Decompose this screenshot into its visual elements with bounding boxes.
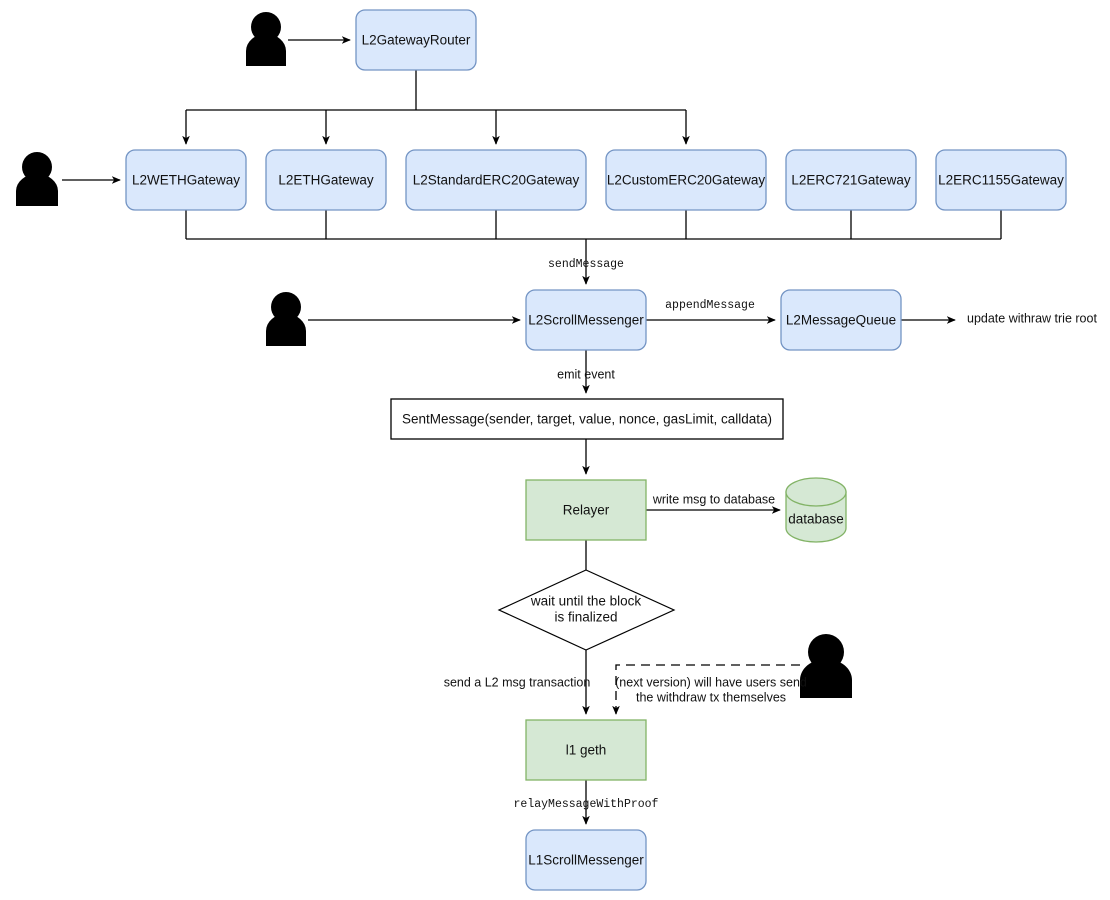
- node-label-database: database: [788, 512, 844, 527]
- edge-withdraw-actor-to-l1geth-dashed: [612, 664, 800, 715]
- edge-label-relay-message-with-proof: relayMessageWithProof: [514, 798, 659, 811]
- actor-messenger-user: [266, 292, 306, 346]
- node-label-l2-erc1155-gateway: L2ERC1155Gateway: [938, 173, 1064, 188]
- node-label-l2-weth-gateway: L2WETHGateway: [132, 173, 240, 188]
- node-label-l2-scroll-messenger: L2ScrollMessenger: [528, 313, 644, 328]
- node-label-relayer: Relayer: [563, 503, 610, 518]
- node-label-l2-gateway-router: L2GatewayRouter: [362, 33, 471, 48]
- node-l1-geth[interactable]: l1 geth: [525, 719, 647, 781]
- edge-label-next-version-note-line2: the withdraw tx themselves: [636, 690, 786, 704]
- actor-router-user: [246, 12, 286, 66]
- node-label-wait-decision-line2: is finalized: [554, 610, 617, 625]
- node-label-l2-standard-erc20-gateway: L2StandardERC20Gateway: [413, 173, 580, 188]
- edge-label-append-message: appendMessage: [665, 299, 755, 312]
- edge-label-write-msg-to-database: write msg to database: [652, 492, 775, 506]
- edge-label-next-version-note-line1: (next version) will have users send: [615, 675, 807, 689]
- node-l2-erc721-gateway[interactable]: L2ERC721Gateway: [785, 149, 917, 211]
- node-l2-scroll-messenger[interactable]: L2ScrollMessenger: [525, 289, 647, 351]
- node-l2-eth-gateway[interactable]: L2ETHGateway: [265, 149, 387, 211]
- edge-label-send-message: sendMessage: [548, 258, 624, 271]
- node-l2-message-queue[interactable]: L2MessageQueue: [780, 289, 902, 351]
- node-wait-decision[interactable]: wait until the block is finalized: [497, 569, 676, 651]
- node-label-sent-message-event: SentMessage(sender, target, value, nonce…: [402, 412, 772, 427]
- node-sent-message-event[interactable]: SentMessage(sender, target, value, nonce…: [390, 398, 784, 440]
- edge-label-send-l2-msg-transaction: send a L2 msg transaction: [444, 675, 591, 689]
- node-label-l1-geth: l1 geth: [566, 743, 607, 758]
- actor-withdraw-user: [800, 634, 852, 698]
- node-l1-scroll-messenger[interactable]: L1ScrollMessenger: [525, 829, 647, 891]
- node-label-l2-custom-erc20-gateway: L2CustomERC20Gateway: [607, 173, 766, 188]
- actor-gateway-user: [16, 152, 58, 206]
- node-label-l1-scroll-messenger: L1ScrollMessenger: [528, 853, 644, 868]
- node-l2-erc1155-gateway[interactable]: L2ERC1155Gateway: [935, 149, 1067, 211]
- node-l2-weth-gateway[interactable]: L2WETHGateway: [125, 149, 247, 211]
- node-label-l2-message-queue: L2MessageQueue: [786, 313, 896, 328]
- node-l2-custom-erc20-gateway[interactable]: L2CustomERC20Gateway: [605, 149, 767, 211]
- edge-label-emit-event: emit event: [557, 367, 615, 381]
- node-l2-standard-erc20-gateway[interactable]: L2StandardERC20Gateway: [405, 149, 587, 211]
- node-label-l2-eth-gateway: L2ETHGateway: [278, 173, 374, 188]
- node-label-l2-erc721-gateway: L2ERC721Gateway: [791, 173, 911, 188]
- node-relayer[interactable]: Relayer: [525, 479, 647, 541]
- node-label-wait-decision-line1: wait until the block: [530, 594, 642, 609]
- node-database[interactable]: database: [785, 477, 847, 543]
- node-l2-gateway-router[interactable]: L2GatewayRouter: [355, 9, 477, 71]
- edge-label-update-withraw-trie-root: update withraw trie root: [967, 311, 1097, 325]
- connectors: [62, 36, 1002, 825]
